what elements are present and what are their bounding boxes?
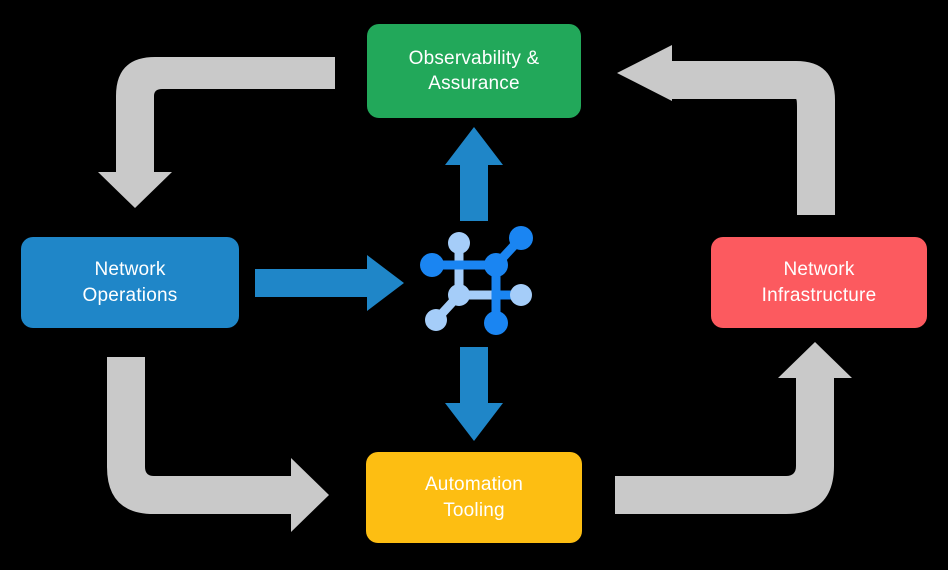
arrow-automation-to-infrastructure (615, 342, 852, 514)
arrow-infrastructure-to-observability (617, 45, 835, 215)
arrow-operations-to-center (255, 255, 404, 311)
node-label-observability: Observability & Assurance (408, 47, 540, 94)
node-automation-tooling[interactable]: Automation Tooling (366, 452, 582, 543)
arrow-center-to-observability (445, 127, 503, 221)
node-label-network-operations: Network Operations (82, 259, 178, 306)
node-observability-assurance[interactable]: Observability & Assurance (367, 24, 581, 118)
arrow-observability-to-operations (98, 57, 335, 208)
node-network-operations[interactable]: Network Operations (21, 237, 239, 328)
arrow-center-to-automation (445, 347, 503, 441)
node-label-network-infrastructure: Network Infrastructure (761, 259, 877, 306)
node-network-infrastructure[interactable]: Network Infrastructure (711, 237, 927, 328)
arrow-operations-to-automation (107, 357, 329, 532)
network-topology-icon (420, 226, 533, 335)
node-label-automation-tooling: Automation Tooling (424, 474, 524, 521)
